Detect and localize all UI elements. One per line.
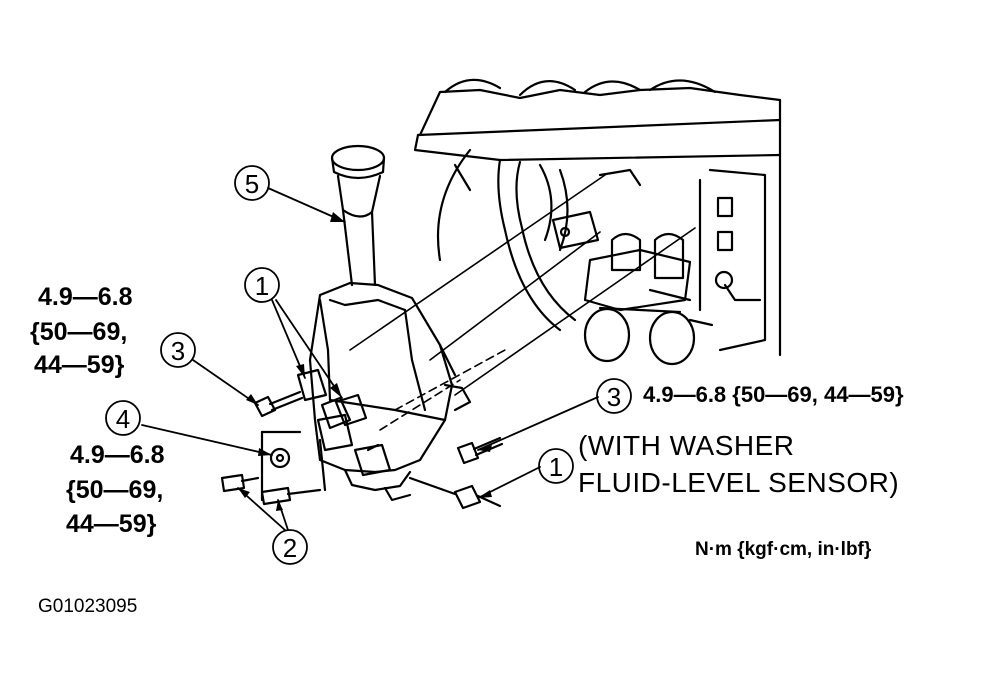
callout-1-top: 1 (255, 271, 269, 301)
callout-1-right: 1 (549, 452, 563, 482)
torque-left-top-line3: 44—59} (34, 351, 125, 379)
callout-2: 2 (283, 533, 297, 563)
callout-circles (105, 165, 632, 565)
leader-lines (141, 187, 599, 531)
arrowheads (238, 212, 492, 511)
fasteners (220, 390, 504, 510)
callout-circle-1-right (538, 448, 574, 484)
torque-left-top-line2: {50—69, (30, 318, 128, 346)
callout-circle-4 (105, 400, 141, 436)
callout-circle-2 (272, 529, 308, 565)
callout-5: 5 (245, 169, 259, 199)
torque-spec-right: 4.9—6.8 {50—69, 44—59} (643, 382, 904, 407)
hoses (436, 148, 642, 332)
units-legend: N·m {kgf·cm, in·lbf} (695, 539, 872, 560)
callout-circle-5 (234, 165, 270, 201)
torque-left-bottom-line3: 44—59} (66, 510, 157, 538)
callout-3-right: 3 (607, 382, 621, 412)
sensor-note-line2: FLUID-LEVEL SENSOR) (578, 467, 900, 498)
callout-circle-3-left (160, 332, 196, 368)
torque-left-bottom-line2: {50—69, (66, 476, 164, 504)
callout-3-left: 3 (171, 336, 185, 366)
mounting-guide-lines (349, 174, 696, 431)
sensor-note-line1: (WITH WASHER (578, 430, 795, 461)
callout-circle-1-top (244, 267, 280, 303)
washer-tank (296, 144, 472, 502)
engine-block-outline (413, 78, 782, 357)
torque-left-top-line1: 4.9—6.8 (38, 283, 133, 311)
background-components (551, 210, 714, 366)
callout-circle-3-right (596, 378, 632, 414)
callout-4: 4 (116, 404, 130, 434)
torque-left-bottom-line1: 4.9—6.8 (70, 441, 165, 469)
figure-id: G01023095 (38, 596, 138, 617)
